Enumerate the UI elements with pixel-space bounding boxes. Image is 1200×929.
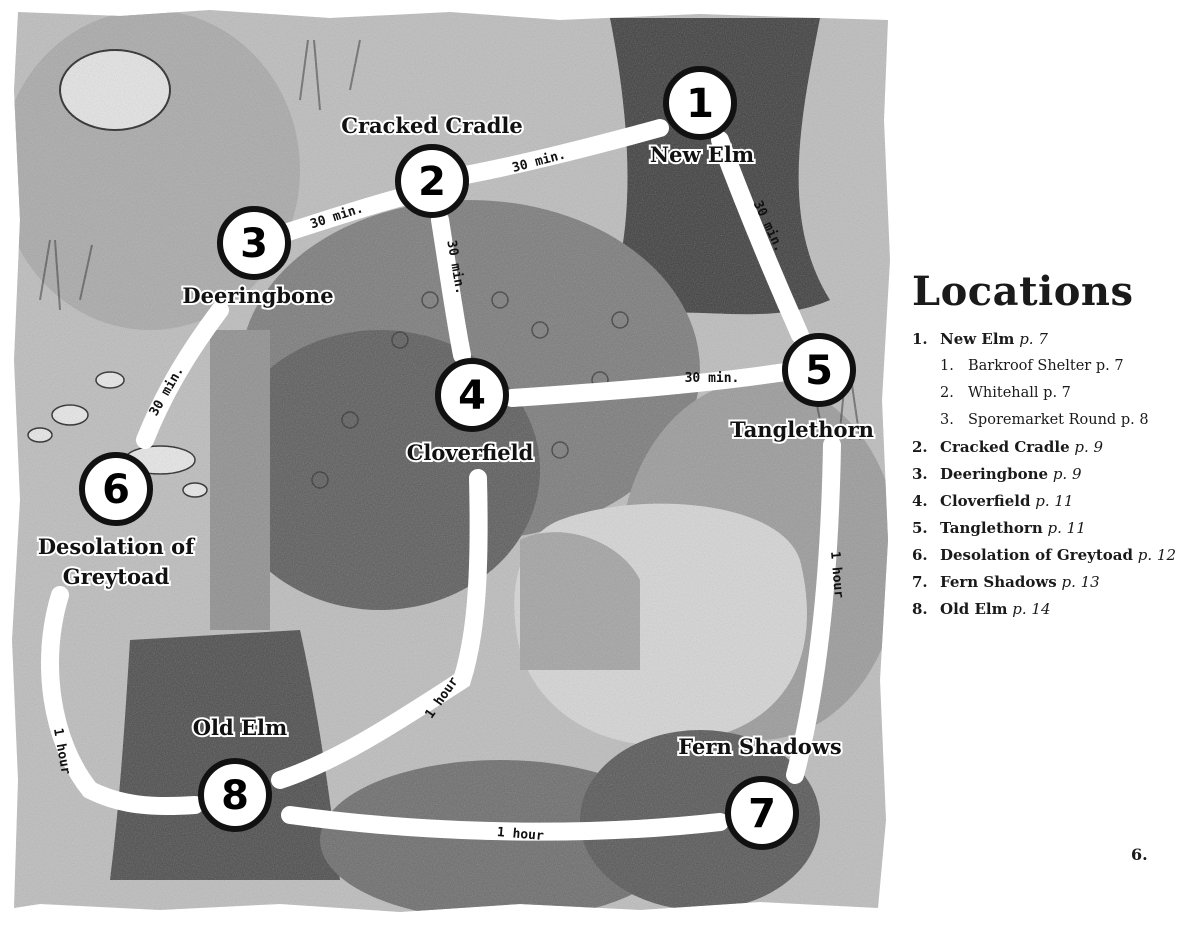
location-labels: New Elm Cracked CradleDeeringboneCloverfi… [36, 111, 876, 761]
route-2-4 [431, 211, 471, 364]
route-time-label: 1 hour [496, 825, 544, 844]
marker-number: 1 [686, 81, 714, 127]
location-label-2: Cracked Cradle [341, 113, 522, 138]
location-label-4: Cloverfield [407, 440, 534, 465]
marker-circle [782, 333, 856, 407]
marker-circle [725, 776, 799, 850]
legend-item-page: p. 14 [1012, 600, 1051, 618]
route-1-5 [711, 131, 809, 344]
location-label-6: Greytoad [63, 564, 170, 589]
legend-item-name: New Elm [940, 330, 1015, 348]
legend-item-page: p. 11 [1047, 519, 1086, 537]
marker-circle [395, 144, 469, 218]
route-network [41, 119, 841, 841]
legend-subitem: 1. Barkroof Shelter p. 7 [912, 353, 1192, 380]
legend-item-number: 7. [912, 573, 928, 591]
location-marker-4: 4 [435, 358, 509, 432]
location-marker-8: 8 [198, 758, 272, 832]
legend-item-name: Old Elm [940, 600, 1008, 618]
legend-item-page: p. 7 [1019, 330, 1048, 348]
marker-number: 7 [748, 791, 776, 837]
location-label-3: Deeringbone [182, 283, 333, 308]
marker-number: 3 [240, 221, 268, 267]
legend-item: 7. Fern Shadows p. 13 [912, 569, 1192, 596]
marker-number: 2 [418, 159, 446, 205]
legend-subitem-number: 2. [940, 385, 954, 401]
route-8-7 [281, 806, 729, 841]
marker-circle [663, 66, 737, 140]
legend-subitem-page: p. 8 [1120, 412, 1149, 428]
legend-item-page: p. 12 [1137, 546, 1176, 564]
location-marker-6: 6 [79, 452, 153, 526]
legend-title: Locations [912, 268, 1134, 315]
legend-item-number: 3. [912, 465, 928, 483]
route-5-7 [786, 436, 841, 784]
marker-circle [217, 206, 291, 280]
location-label-6: Desolation of [38, 534, 196, 559]
route-time-label: 30 min. [685, 371, 740, 386]
legend-item-page: p. 9 [1074, 438, 1104, 456]
route-time-label: 1 hour [827, 551, 846, 599]
legend-item: 1. New Elm p. 7 [912, 326, 1192, 353]
marker-number: 6 [102, 467, 130, 513]
legend-item-name: Deeringbone [940, 465, 1049, 483]
legend-item: 2. Cracked Cradle p. 9 [912, 434, 1192, 461]
location-marker-2: 2 [395, 144, 469, 218]
legend-subitem-number: 1. [940, 358, 954, 374]
marker-number: 5 [805, 348, 833, 394]
legend-item-number: 1. [912, 330, 928, 348]
marker-circle [79, 452, 153, 526]
legend-subitem-name: Whitehall [968, 385, 1039, 401]
legend-item: 8. Old Elm p. 14 [912, 596, 1192, 623]
legend-item-number: 8. [912, 600, 928, 618]
legend-item: 3. Deeringbone p. 9 [912, 461, 1192, 488]
location-marker-7: 7 [725, 776, 799, 850]
legend-item-page: p. 11 [1035, 492, 1074, 510]
legend-item-number: 4. [912, 492, 928, 510]
legend-list: 1. New Elm p. 7 1. Barkroof Shelter p. 7 2. W… [912, 326, 1192, 623]
legend-subitem-name: Barkroof Shelter [968, 358, 1092, 374]
forest-map: 30 min.30 min.30 min.30 min.30 min.30 mi… [12, 10, 890, 912]
legend-item: 6. Desolation of Greytoad p. 12 [912, 542, 1192, 569]
legend-item-name: Tanglethorn [940, 519, 1043, 537]
legend-subitem-number: 3. [940, 412, 954, 428]
page-number: 6. [1131, 845, 1148, 864]
legend-item-page: p. 13 [1061, 573, 1100, 591]
route-6-8 [41, 586, 204, 816]
legend-item: 5. Tanglethorn p. 11 [912, 515, 1192, 542]
legend-item-number: 2. [912, 438, 928, 456]
location-label-1: New Elm [650, 142, 754, 167]
location-markers: 1 2 3 4 5 6 7 8 [79, 66, 856, 850]
marker-number: 8 [221, 773, 249, 819]
legend-subitem-page: p. 7 [1043, 385, 1071, 401]
legend-item-page: p. 9 [1052, 465, 1082, 483]
route-4-8 [271, 469, 488, 789]
marker-number: 4 [458, 373, 486, 419]
legend-item-name: Desolation of Greytoad [940, 546, 1133, 564]
legend-item-name: Cloverfield [940, 492, 1031, 510]
location-marker-1: 1 [663, 66, 737, 140]
location-label-5: Tanglethorn [730, 417, 874, 442]
legend-item-name: Cracked Cradle [940, 438, 1070, 456]
location-marker-3: 3 [217, 206, 291, 280]
legend-subitem: 3. Sporemarket Round p. 8 [912, 407, 1192, 434]
legend-item-number: 5. [912, 519, 928, 537]
legend-subitem: 2. Whitehall p. 7 [912, 380, 1192, 407]
legend-item-name: Fern Shadows [940, 573, 1057, 591]
legend-item-number: 6. [912, 546, 928, 564]
marker-circle [435, 358, 509, 432]
legend-item: 4. Cloverfield p. 11 [912, 488, 1192, 515]
route-3-6 [136, 301, 229, 449]
marker-circle [198, 758, 272, 832]
location-label-8: Old Elm [193, 715, 287, 740]
legend-subitem-name: Sporemarket Round [968, 412, 1117, 428]
legend-subitem-page: p. 7 [1095, 358, 1124, 374]
location-marker-5: 5 [782, 333, 856, 407]
map-artwork [12, 10, 890, 912]
route-4-5 [503, 363, 794, 407]
location-label-7: Fern Shadows [678, 734, 841, 759]
